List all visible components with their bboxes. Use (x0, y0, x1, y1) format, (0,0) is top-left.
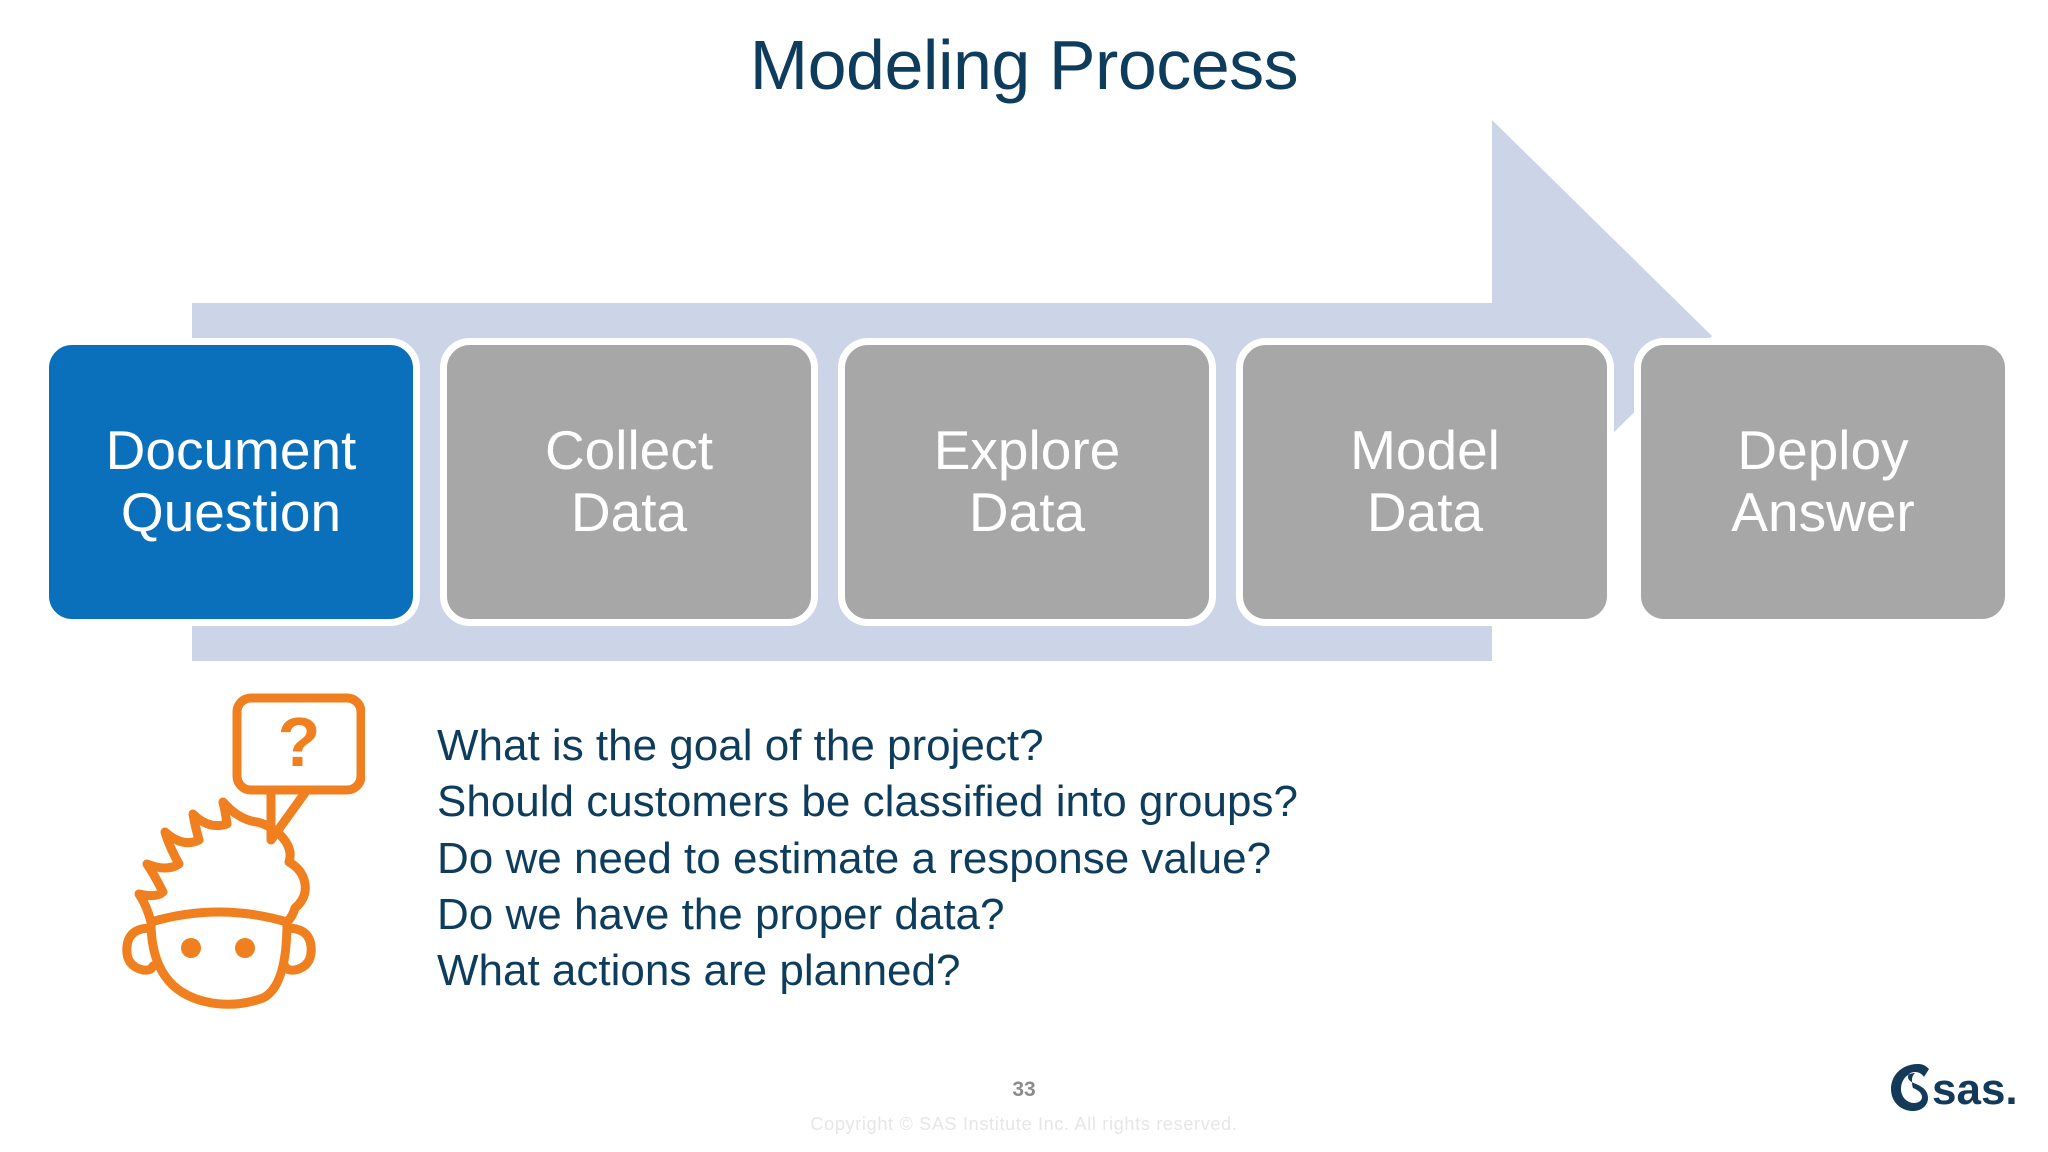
person-thinking-question-icon: ? (122, 693, 365, 1009)
stage-explore-data[interactable]: Explore Data (838, 338, 1216, 626)
stage-label-line2: Data (1366, 481, 1484, 543)
stage-model-data[interactable]: Model Data (1236, 338, 1614, 626)
sas-logo: sas. (1891, 1064, 2018, 1114)
list-item: What actions are planned? (437, 946, 961, 996)
stage-label-line2: Data (570, 481, 688, 543)
stage-label-line1: Document (105, 419, 357, 482)
stage-label-line2: Question (120, 481, 342, 543)
question-mark-glyph: ? (278, 703, 321, 781)
stage-label-line2: Answer (1731, 481, 1915, 543)
stage-document-question[interactable]: Document Question (42, 338, 420, 626)
stage-collect-data[interactable]: Collect Data (440, 338, 818, 626)
page-number: 33 (1012, 1078, 1036, 1101)
stage-deploy-answer[interactable]: Deploy Answer (1634, 338, 2012, 626)
list-item: Should customers be classified into grou… (437, 777, 1298, 827)
stage-label-line1: Explore (933, 419, 1121, 482)
question-list: What is the goal of the project? Should … (437, 718, 1437, 1000)
sas-wordmark: sas. (1932, 1065, 2018, 1114)
list-item: Do we need to estimate a response value? (437, 833, 1272, 883)
page-title: Modeling Process (749, 26, 1299, 104)
copyright-notice: Copyright © SAS Institute Inc. All right… (810, 1114, 1238, 1134)
stage-label-line2: Data (968, 481, 1086, 543)
stage-label-line1: Model (1350, 419, 1500, 482)
list-item: What is the goal of the project? (437, 721, 1044, 770)
stage-label-line1: Deploy (1737, 419, 1909, 482)
stage-label-line1: Collect (544, 419, 714, 482)
list-item: Do we have the proper data? (437, 889, 1005, 939)
